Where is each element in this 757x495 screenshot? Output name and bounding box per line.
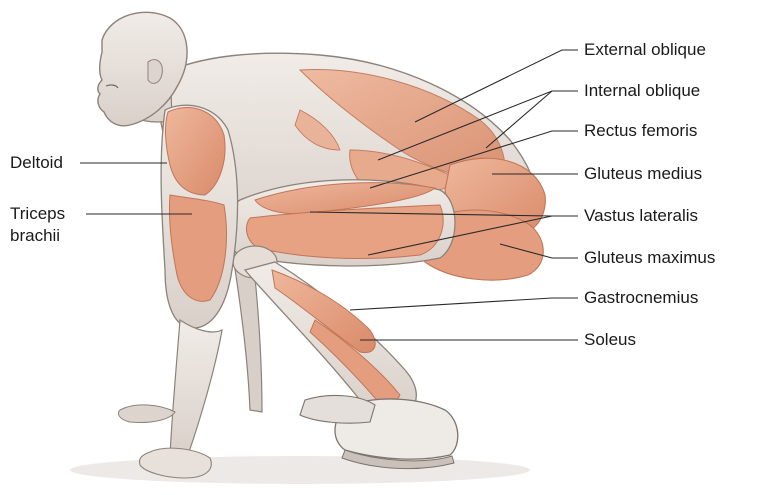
label-vastus-lateralis: Vastus lateralis: [584, 205, 698, 227]
label-triceps-line2: brachii: [10, 225, 65, 247]
label-triceps-line1: Triceps: [10, 203, 65, 225]
label-rectus-femoris: Rectus femoris: [584, 120, 697, 142]
label-gluteus-medius: Gluteus medius: [584, 163, 702, 185]
ground-shadow: [70, 456, 530, 484]
leader-gastrocnemius: [350, 298, 578, 310]
label-internal-oblique: Internal oblique: [584, 80, 700, 102]
leader-internal-oblique-2: [486, 91, 552, 148]
forearm: [170, 320, 222, 455]
label-soleus: Soleus: [584, 329, 636, 351]
label-gluteus-maximus: Gluteus maximus: [584, 247, 715, 269]
far-shoe: [300, 395, 375, 423]
ear: [148, 60, 162, 84]
label-deltoid: Deltoid: [10, 152, 63, 174]
label-external-oblique: External oblique: [584, 39, 706, 61]
label-gastrocnemius: Gastrocnemius: [584, 287, 698, 309]
far-hand: [118, 405, 175, 423]
label-triceps-brachii: Triceps brachii: [10, 203, 65, 247]
